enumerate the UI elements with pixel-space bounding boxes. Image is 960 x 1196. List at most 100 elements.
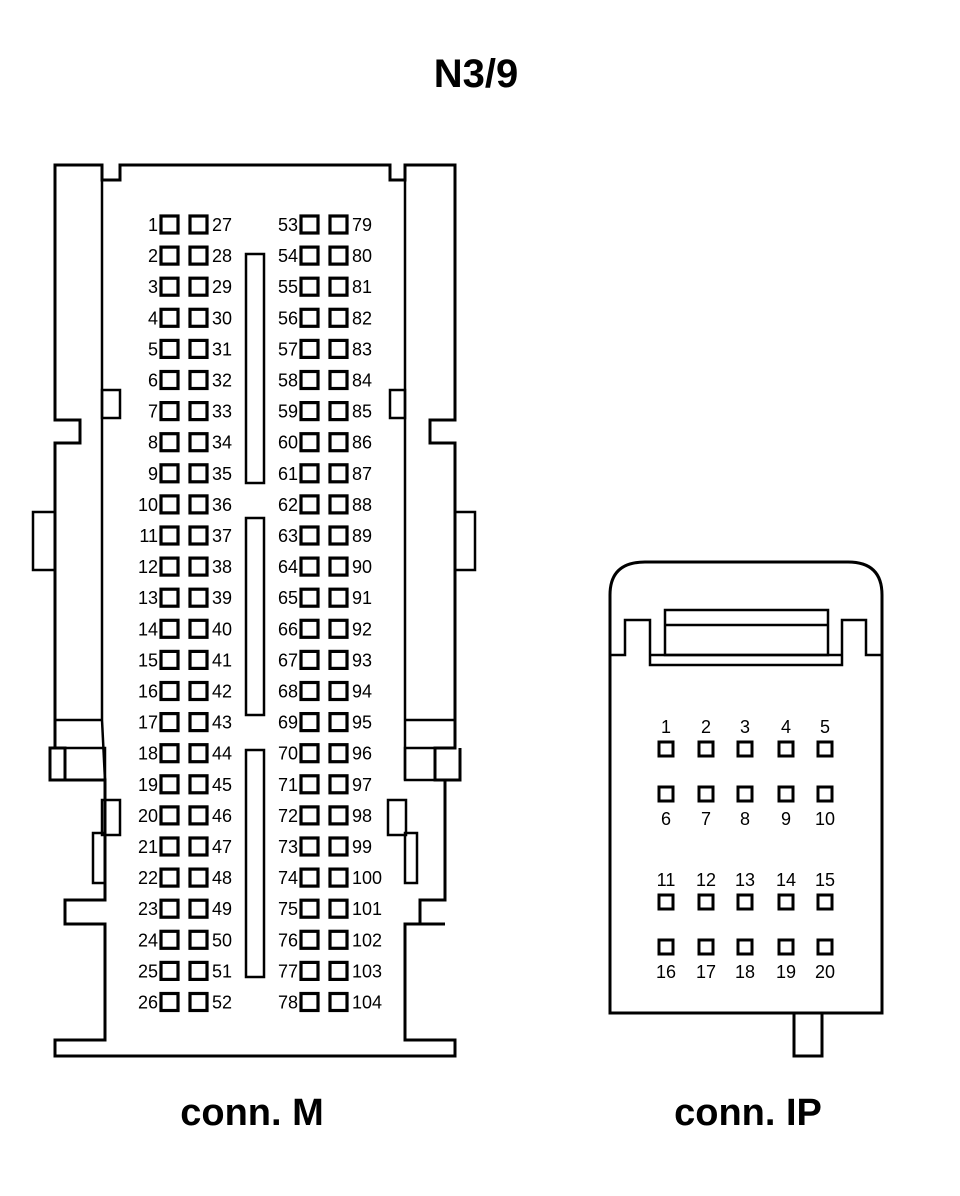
conn-m-pin-label-9: 9 bbox=[148, 464, 158, 484]
conn-m-pin-label-89: 89 bbox=[352, 526, 372, 546]
conn-m-pin-81 bbox=[328, 276, 349, 297]
conn-m-pin-label-73: 73 bbox=[278, 837, 298, 857]
conn-m-pin-label-93: 93 bbox=[352, 650, 372, 670]
conn-m-pin-label-104: 104 bbox=[352, 993, 382, 1013]
conn-m-pin-90 bbox=[328, 556, 349, 577]
conn-ip-pin-label-8: 8 bbox=[740, 809, 750, 829]
conn-m-pin-17 bbox=[159, 711, 180, 733]
conn-m-pin-label-24: 24 bbox=[138, 930, 158, 950]
conn-m-pin-11 bbox=[159, 525, 180, 546]
conn-m-pin-label-76: 76 bbox=[278, 930, 298, 950]
conn-m-pin-104 bbox=[328, 991, 349, 1013]
conn-m-pin-label-95: 95 bbox=[352, 713, 372, 733]
conn-ip-pin-label-10: 10 bbox=[815, 809, 835, 829]
conn-m-pin-53 bbox=[299, 214, 320, 235]
conn-ip-pin-3 bbox=[736, 740, 754, 758]
conn-m-pin-46 bbox=[188, 805, 209, 826]
conn-m-pin-23 bbox=[159, 898, 180, 919]
conn-m-pin-29 bbox=[188, 276, 209, 297]
conn-m-pin-87 bbox=[328, 463, 349, 484]
conn-m-pin-89 bbox=[328, 525, 349, 546]
conn-m-pin-label-19: 19 bbox=[138, 775, 158, 795]
conn-m-pin-102 bbox=[328, 929, 349, 950]
conn-m-pin-label-88: 88 bbox=[352, 495, 372, 515]
conn-m-pin-label-57: 57 bbox=[278, 339, 298, 359]
conn-m-pin-label-44: 44 bbox=[212, 744, 232, 764]
conn-m-pin-57 bbox=[299, 338, 320, 359]
conn-m-pin-label-69: 69 bbox=[278, 713, 298, 733]
conn-ip-pin-20 bbox=[816, 938, 834, 956]
conn-m-pin-70 bbox=[299, 743, 320, 764]
conn-m-pin-label-51: 51 bbox=[212, 961, 232, 981]
conn-m-pin-label-11: 11 bbox=[139, 526, 158, 546]
conn-m-pin-label-59: 59 bbox=[278, 402, 298, 422]
conn-m-pin-label-65: 65 bbox=[278, 588, 298, 608]
conn-m-pin-14 bbox=[159, 618, 180, 639]
conn-m-pin-101 bbox=[328, 898, 349, 919]
conn-m-pin-label-84: 84 bbox=[352, 371, 372, 391]
conn-m-pin-103 bbox=[328, 960, 349, 982]
conn-m-pin-label-90: 90 bbox=[352, 557, 372, 577]
conn-m-pin-44 bbox=[188, 743, 209, 764]
conn-m-pin-label-70: 70 bbox=[278, 744, 298, 764]
conn-m-pin-label-92: 92 bbox=[352, 619, 372, 639]
conn-m-pin-label-12: 12 bbox=[138, 557, 158, 577]
conn-ip-pin-label-3: 3 bbox=[740, 717, 750, 737]
conn-m-pin-92 bbox=[328, 618, 349, 639]
conn-ip-pin-7 bbox=[697, 785, 715, 803]
conn-m-pin-label-35: 35 bbox=[212, 464, 232, 484]
conn-ip-pin-label-4: 4 bbox=[781, 717, 791, 737]
conn-m-pin-10 bbox=[159, 494, 180, 515]
conn-m-pin-75 bbox=[299, 898, 320, 919]
conn-m-pin-95 bbox=[328, 711, 349, 733]
conn-m-pin-label-45: 45 bbox=[212, 775, 232, 795]
conn-m-pin-label-14: 14 bbox=[138, 619, 158, 639]
conn-m-pin-label-22: 22 bbox=[138, 868, 158, 888]
conn-m-pin-5 bbox=[159, 338, 180, 359]
conn-m-pin-label-60: 60 bbox=[278, 433, 298, 453]
conn-m-pin-48 bbox=[188, 867, 209, 888]
conn-m-pin-85 bbox=[328, 401, 349, 422]
conn-m-pin-76 bbox=[299, 929, 320, 950]
conn-m-pin-65 bbox=[299, 587, 320, 608]
conn-m-pin-label-54: 54 bbox=[278, 246, 298, 266]
conn-ip-pin-2 bbox=[697, 740, 715, 758]
conn-m-pin-24 bbox=[159, 929, 180, 950]
conn-ip-pin-13 bbox=[736, 893, 754, 911]
conn-m-pin-label-80: 80 bbox=[352, 246, 372, 266]
conn-m-pin-99 bbox=[328, 836, 349, 857]
conn-m-pin-label-18: 18 bbox=[138, 744, 158, 764]
conn-m-pin-label-27: 27 bbox=[212, 215, 232, 235]
conn-m-pin-label-36: 36 bbox=[212, 495, 232, 515]
conn-ip-pin-label-17: 17 bbox=[696, 962, 716, 982]
conn-m-pin-label-85: 85 bbox=[352, 402, 372, 422]
conn-m-pin-label-16: 16 bbox=[138, 682, 158, 702]
conn-m-pin-15 bbox=[159, 649, 180, 671]
conn-ip-label: conn. IP bbox=[674, 1092, 822, 1134]
conn-m-pin-39 bbox=[188, 587, 209, 608]
conn-m-pin-36 bbox=[188, 494, 209, 515]
conn-m-pin-61 bbox=[299, 463, 320, 484]
conn-m-pin-40 bbox=[188, 618, 209, 639]
conn-m-pin-label-28: 28 bbox=[212, 246, 232, 266]
conn-m-pin-label-33: 33 bbox=[212, 402, 232, 422]
conn-m-pin-59 bbox=[299, 401, 320, 422]
conn-m-pin-97 bbox=[328, 774, 349, 795]
conn-m-pin-label-62: 62 bbox=[278, 495, 298, 515]
conn-m-pin-label-4: 4 bbox=[148, 308, 158, 328]
conn-m-pin-25 bbox=[159, 960, 180, 982]
conn-m-pin-label-30: 30 bbox=[212, 308, 232, 328]
conn-m-pin-label-58: 58 bbox=[278, 371, 298, 391]
conn-m-pin-label-34: 34 bbox=[212, 433, 232, 453]
conn-m-pin-43 bbox=[188, 711, 209, 733]
conn-m-pin-91 bbox=[328, 587, 349, 608]
conn-m-pin-label-55: 55 bbox=[278, 277, 298, 297]
conn-m-pin-label-42: 42 bbox=[212, 682, 232, 702]
conn-m-pin-64 bbox=[299, 556, 320, 577]
conn-m-pin-label-31: 31 bbox=[212, 339, 232, 359]
conn-m-pin-69 bbox=[299, 711, 320, 733]
conn-ip-pin-label-2: 2 bbox=[701, 717, 711, 737]
conn-m-pin-label-100: 100 bbox=[352, 868, 382, 888]
conn-m-pin-label-1: 1 bbox=[148, 215, 158, 235]
conn-m-pin-label-63: 63 bbox=[278, 526, 298, 546]
